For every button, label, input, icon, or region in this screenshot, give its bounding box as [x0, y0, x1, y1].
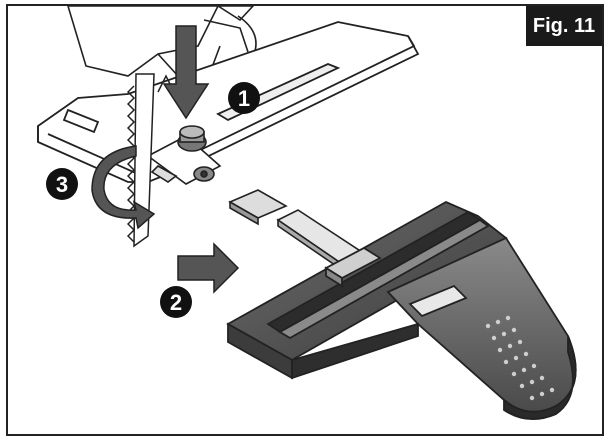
step-number-1: 1 — [238, 86, 250, 111]
figure-frame: Fig. 11 — [6, 4, 604, 436]
guide-tabs — [228, 189, 370, 276]
blade-guide — [146, 125, 222, 185]
step-marker-3: 3 — [46, 168, 78, 200]
figure-label: Fig. 11 — [526, 6, 602, 46]
saw-blade — [126, 73, 175, 248]
step-number-3: 3 — [56, 172, 68, 197]
arrow-right-icon — [177, 242, 240, 294]
rotate-arrow-icon — [91, 145, 156, 230]
step-number-2: 2 — [170, 290, 182, 315]
blade-gauge — [226, 200, 577, 420]
arrow-down-icon — [162, 25, 210, 120]
grip-texture — [485, 315, 555, 401]
illustration: 1 2 3 — [37, 6, 577, 420]
step-marker-2: 2 — [160, 286, 192, 318]
step-marker-1: 1 — [228, 82, 260, 114]
